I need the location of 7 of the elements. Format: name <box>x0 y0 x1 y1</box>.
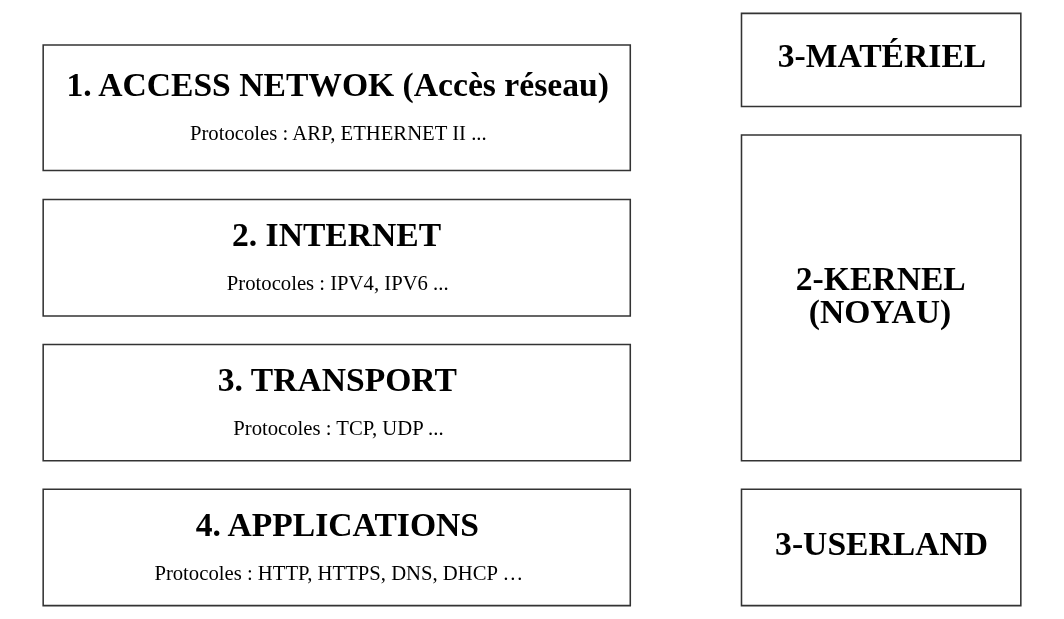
node-box: 3-USERLAND <box>740 488 1022 607</box>
node-box: 4. APPLICATIONS Protocoles : HTTP, HTTPS, DNS, DHCP … <box>42 488 632 607</box>
node-box: 3. TRANSPORT Protocoles : TCP, UDP ... <box>42 343 632 462</box>
node-box: 1. ACCESS NETWOK (Accès réseau) Protocoles : ARP, ETHERNET II ... <box>42 44 632 172</box>
node-box: 2-KERNEL (NOYAU) <box>740 134 1022 462</box>
node-box: 3-MATÉRIEL <box>740 12 1022 108</box>
node-box: 2. INTERNET Protocoles : IPV4, IPV6 ... <box>42 198 632 317</box>
